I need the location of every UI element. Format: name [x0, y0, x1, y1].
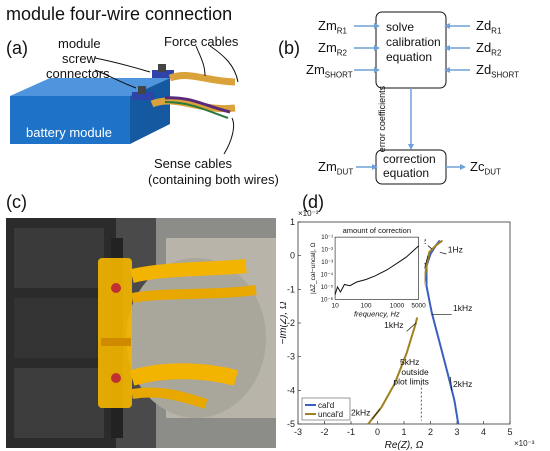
force-cables-label: Force cables — [164, 34, 239, 49]
y-tick-label: -5 — [287, 419, 295, 429]
x-tick-label: -3 — [294, 427, 302, 437]
legend-label: uncal'd — [318, 410, 343, 419]
inset-x-label: frequency, Hz — [354, 309, 400, 318]
inset-plot-area — [334, 236, 419, 300]
inset-y-tick-label: 10⁻¹ — [321, 235, 333, 241]
chart-annotation: 2kHz — [351, 408, 370, 418]
solve-box-line-3: equation — [386, 50, 433, 64]
figure-title: module four-wire connection — [6, 4, 233, 24]
y-tick-label: -1 — [287, 284, 295, 294]
inset-y-tick-label: 10⁻⁵ — [321, 284, 334, 291]
connector-bottom — [132, 92, 154, 100]
x-tick-label: 5 — [507, 427, 512, 437]
input-zm-short: ZmSHORT — [306, 62, 353, 80]
chart-annotation: 1kHz — [453, 303, 472, 313]
panel-label-b: (b) — [278, 38, 300, 58]
y-tick-label: -3 — [287, 352, 295, 362]
y-exponent: ×10⁻³ — [298, 209, 319, 218]
screw-connectors-label-1: module — [58, 36, 101, 51]
x-tick-label: 0 — [375, 427, 380, 437]
chart-annotation: 1Hz — [448, 244, 463, 254]
input-zm-r1: ZmR1 — [318, 18, 348, 36]
tubing-bottom — [129, 363, 239, 386]
inset-x-tick-label: 100 — [361, 302, 372, 309]
output-zc-dut: ZcDUT — [470, 159, 501, 177]
inset-y-tick-label: 10⁻⁶ — [321, 296, 334, 303]
annotation-arrow — [439, 251, 447, 255]
annotation-arrow — [450, 376, 453, 391]
x-tick-label: 3 — [454, 427, 459, 437]
annotation-arrow — [371, 408, 381, 420]
battery-module-label: battery module — [26, 125, 112, 140]
inset-x-tick-label: 5000 — [411, 302, 426, 309]
inset-title: amount of correction — [343, 226, 411, 235]
panel-b-diagram — [354, 11, 470, 185]
inset-y-label: |ΔZ_cal−uncal|, Ω — [310, 242, 317, 294]
sense-cable — [164, 96, 231, 114]
chart-annotation: outside — [401, 367, 429, 377]
x-tick-label: 2 — [428, 427, 433, 437]
panel-label-d: (d) — [302, 192, 324, 212]
chart-annotation: 1kHz — [384, 320, 403, 330]
x-tick-label: 4 — [481, 427, 486, 437]
x-axis-label: Re(Z), Ω — [385, 440, 424, 451]
screw-connectors-label-3: connectors — [46, 66, 110, 81]
correction-box-line-2: equation — [383, 166, 430, 180]
sense-cables-label-2: (containing both wires) — [148, 172, 279, 187]
x-tick-label: -1 — [347, 427, 355, 437]
solve-box-line-1: solve — [386, 20, 415, 34]
inset-y-tick-label: 10⁻⁴ — [321, 272, 334, 279]
force-cable-1 — [168, 72, 236, 86]
y-tick-label: 0 — [290, 251, 295, 261]
battery-front-face — [10, 96, 130, 144]
annotation-arrow — [427, 245, 433, 250]
inset-series-line — [334, 245, 419, 295]
panel-a-illustration — [10, 45, 239, 155]
sense-cables-label-1: Sense cables — [154, 156, 233, 171]
tubing-vertical — [98, 258, 132, 408]
input-zd-short: ZdSHORT — [476, 62, 520, 80]
y-tick-label: 1 — [290, 217, 295, 227]
tubing-top — [130, 259, 247, 283]
correction-box-line-1: correction — [383, 152, 436, 166]
input-zm-r2: ZmR2 — [318, 40, 348, 58]
annotation-arrow — [406, 322, 417, 332]
chart-annotation: plot limits — [393, 376, 428, 386]
legend-label: cal'd — [318, 401, 334, 410]
solve-box-line-2: calibration — [386, 35, 441, 49]
input-zd-r2: ZdR2 — [476, 40, 502, 58]
inset-y-tick-label: 10⁻² — [321, 248, 333, 254]
y-tick-label: -4 — [287, 385, 295, 395]
input-zd-r1: ZdR1 — [476, 18, 502, 36]
input-zm-dut: ZmDUT — [318, 159, 354, 177]
x-tick-label: 1 — [401, 427, 406, 437]
chart-annotation: 2kHz — [453, 379, 472, 389]
connector-top — [152, 70, 174, 78]
y-tick-label: -2 — [287, 318, 295, 328]
y-axis-label: −Im(Z), Ω — [280, 301, 289, 344]
inset-y-tick-label: 10⁻³ — [321, 260, 333, 266]
inset-x-tick-label: 10 — [331, 302, 339, 309]
error-coefficients-label: error coefficients — [377, 85, 388, 153]
panel-c-photo — [6, 218, 276, 448]
x-exponent: ×10⁻³ — [514, 439, 535, 448]
inset-x-tick-label: 1000 — [390, 302, 405, 309]
screw-connectors-label-2: screw — [62, 51, 96, 66]
chart-annotation: 5kHz — [400, 357, 419, 367]
panel-label-c: (c) — [6, 192, 27, 212]
panel-label-a: (a) — [6, 38, 28, 58]
x-tick-label: -2 — [320, 427, 328, 437]
battery-top-face — [10, 78, 170, 96]
